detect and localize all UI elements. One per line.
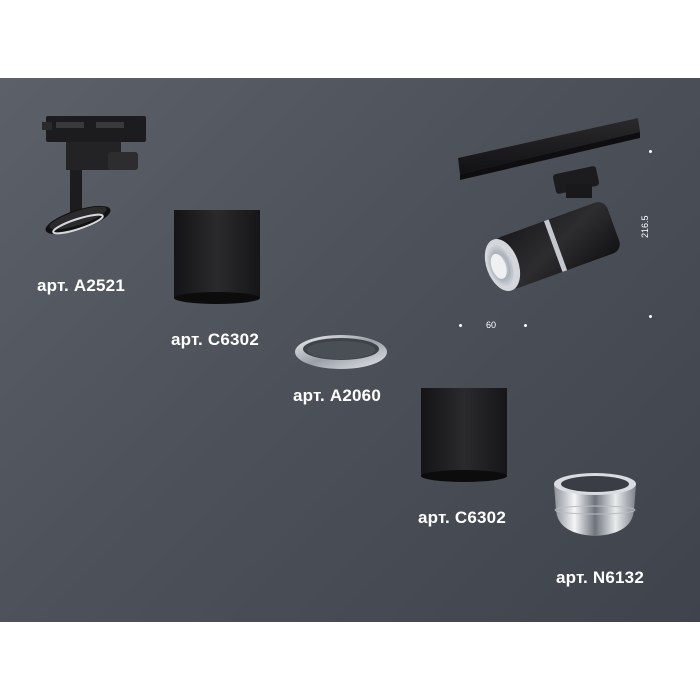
track-adapter-image: [42, 116, 146, 235]
height-dimension-label: 216.5: [640, 215, 650, 238]
article-label-a2060: арт. A2060: [293, 386, 381, 405]
chrome-ring-image: [295, 335, 387, 369]
article-label-n6132: арт. N6132: [556, 568, 644, 587]
dimension-marker: [649, 315, 652, 318]
black-housing-image: [174, 210, 260, 304]
article-label-c6302-1: арт. C6302: [171, 330, 259, 349]
article-label-c6302-2: арт. C6302: [418, 508, 506, 527]
assembled-track-light-image: [458, 118, 640, 291]
article-label-a2521: арт. A2521: [37, 276, 125, 295]
width-dimension-label: 60: [486, 320, 497, 330]
product-panel: арт. A2521 арт. C6302 арт. A2060: [0, 78, 700, 622]
black-housing-image-2: [421, 388, 507, 482]
dimension-marker: [524, 324, 527, 327]
chrome-reflector-image: [554, 473, 636, 536]
dimension-marker: [459, 324, 462, 327]
dimension-marker: [649, 150, 652, 153]
